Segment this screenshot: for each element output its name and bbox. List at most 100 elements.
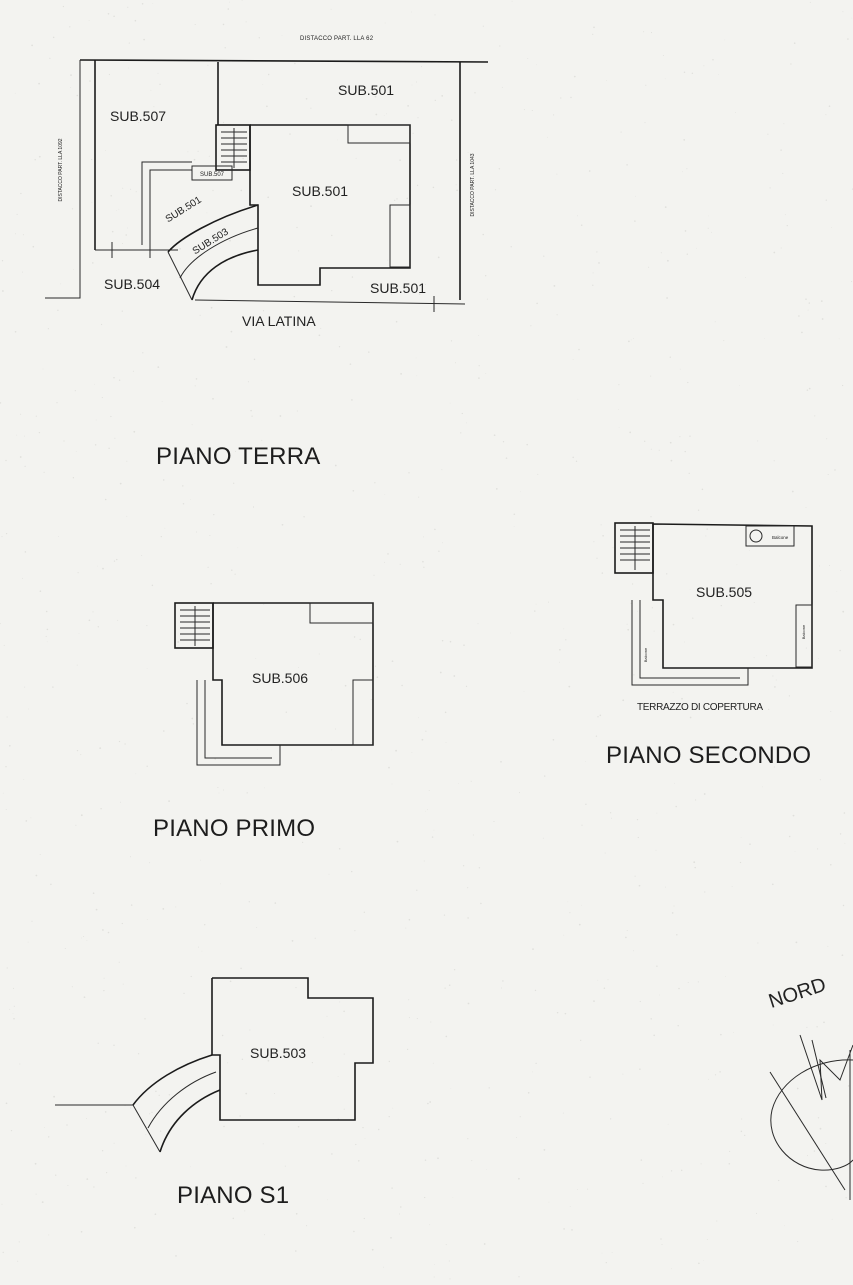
paper-speck	[575, 460, 578, 462]
paper-speck	[661, 1244, 663, 1245]
paper-speck	[392, 1107, 394, 1109]
paper-speck	[86, 1178, 89, 1180]
paper-speck	[103, 977, 105, 979]
paper-speck	[501, 987, 503, 989]
paper-speck	[151, 1111, 153, 1113]
paper-speck	[788, 695, 791, 697]
paper-speck	[157, 366, 160, 368]
paper-speck	[697, 981, 699, 983]
paper-speck	[826, 438, 828, 440]
paper-speck	[671, 1268, 673, 1270]
paper-speck	[486, 298, 488, 300]
paper-speck	[749, 843, 751, 845]
paper-speck	[825, 1143, 827, 1145]
paper-speck	[605, 1261, 607, 1264]
paper-speck	[536, 64, 537, 66]
paper-speck	[836, 590, 838, 592]
paper-speck	[749, 549, 751, 551]
paper-speck	[839, 833, 842, 835]
paper-speck	[377, 1128, 380, 1131]
paper-speck	[813, 1150, 816, 1152]
balcone-box-label: Balcone	[772, 535, 789, 540]
paper-speck	[536, 302, 538, 305]
paper-speck	[120, 801, 121, 803]
paper-speck	[424, 1159, 427, 1161]
paper-speck	[162, 908, 165, 910]
paper-speck	[825, 199, 827, 201]
paper-speck	[782, 172, 784, 174]
paper-speck	[274, 902, 277, 904]
paper-speck	[210, 583, 212, 585]
paper-speck	[585, 761, 587, 762]
plan-piano-primo	[174, 602, 374, 766]
paper-speck	[703, 65, 705, 67]
paper-speck	[408, 999, 410, 1001]
paper-speck	[809, 762, 810, 763]
paper-speck	[419, 293, 421, 295]
paper-speck	[493, 434, 496, 437]
paper-speck	[179, 248, 181, 250]
paper-speck	[552, 739, 555, 741]
paper-speck	[772, 675, 774, 677]
paper-speck	[694, 866, 696, 869]
paper-speck	[784, 1225, 785, 1227]
paper-speck	[637, 836, 639, 839]
paper-speck	[44, 1127, 45, 1128]
paper-speck	[573, 75, 576, 78]
paper-speck	[572, 359, 574, 360]
paper-speck	[445, 1035, 448, 1038]
paper-speck	[801, 331, 803, 334]
paper-speck	[466, 422, 467, 424]
paper-speck	[542, 837, 544, 839]
paper-speck	[146, 919, 148, 920]
paper-speck	[351, 399, 353, 401]
paper-speck	[427, 1102, 429, 1105]
paper-speck	[35, 1193, 37, 1195]
paper-speck	[688, 472, 690, 474]
paper-speck	[191, 717, 194, 720]
paper-speck	[236, 1196, 238, 1199]
paper-speck	[53, 1095, 55, 1098]
paper-speck	[412, 132, 414, 134]
paper-speck	[390, 1236, 392, 1239]
paper-speck	[562, 1112, 564, 1114]
paper-speck	[88, 20, 90, 21]
paper-speck	[740, 837, 742, 838]
paper-speck	[535, 1062, 537, 1065]
paper-speck	[463, 644, 465, 646]
sub507-small-room	[191, 165, 233, 181]
paper-speck	[175, 1255, 177, 1257]
plan-piano-secondo: Balcone Balcone Balcone	[614, 522, 813, 686]
paper-speck	[670, 1170, 673, 1172]
s1-ramp-outer	[132, 1054, 213, 1106]
paper-speck	[58, 174, 59, 176]
paper-speck	[383, 115, 385, 116]
paper-speck	[458, 782, 460, 784]
paper-speck	[227, 8, 230, 10]
paper-speck	[28, 708, 30, 710]
paper-speck	[654, 759, 656, 760]
paper-speck	[593, 541, 595, 543]
paper-speck	[168, 1094, 171, 1096]
paper-speck	[88, 619, 91, 622]
paper-speck	[559, 648, 561, 651]
paper-speck	[667, 259, 669, 262]
paper-speck	[635, 195, 636, 197]
paper-speck	[714, 321, 716, 323]
paper-speck	[338, 848, 341, 850]
paper-speck	[701, 488, 704, 491]
paper-speck	[634, 875, 636, 877]
paper-speck	[35, 415, 37, 417]
paper-speck	[194, 452, 196, 455]
paper-speck	[687, 982, 689, 983]
paper-speck	[471, 1160, 473, 1162]
paper-speck	[14, 92, 16, 94]
paper-speck	[10, 1130, 13, 1132]
paper-speck	[110, 415, 112, 418]
paper-speck	[142, 352, 144, 354]
paper-speck	[611, 1252, 613, 1254]
paper-speck	[24, 686, 26, 688]
paper-speck	[563, 934, 565, 936]
paper-speck	[146, 765, 148, 767]
